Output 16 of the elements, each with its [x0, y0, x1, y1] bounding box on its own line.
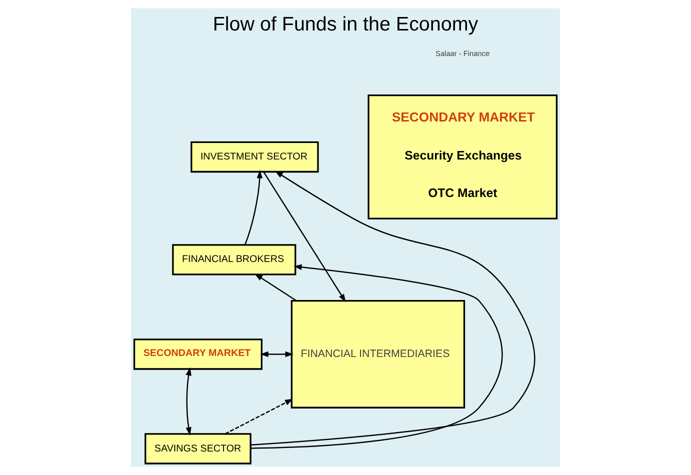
arrow [250, 170, 536, 446]
node-box: SECONDARY MARKET [133, 338, 262, 370]
node-box: SAVINGS SECTOR [144, 433, 252, 464]
arrow [254, 274, 297, 302]
label: Salaar - Finance [436, 49, 490, 58]
node-box: INVESTMENT SECTOR [190, 141, 319, 173]
arrow [260, 351, 294, 358]
diagram-title: Flow of Funds in the Economy [212, 14, 478, 36]
arrow [263, 172, 346, 302]
node-box: FINANCIAL BROKERS [172, 244, 296, 276]
node-box: FINANCIAL INTERMEDIARIES [290, 300, 466, 408]
node-box: SECONDARY MARKET Security Exchanges OTC Market [368, 94, 558, 220]
arrow [244, 170, 263, 245]
arrow [250, 264, 503, 449]
arrow [186, 367, 192, 436]
arrow [224, 398, 294, 434]
